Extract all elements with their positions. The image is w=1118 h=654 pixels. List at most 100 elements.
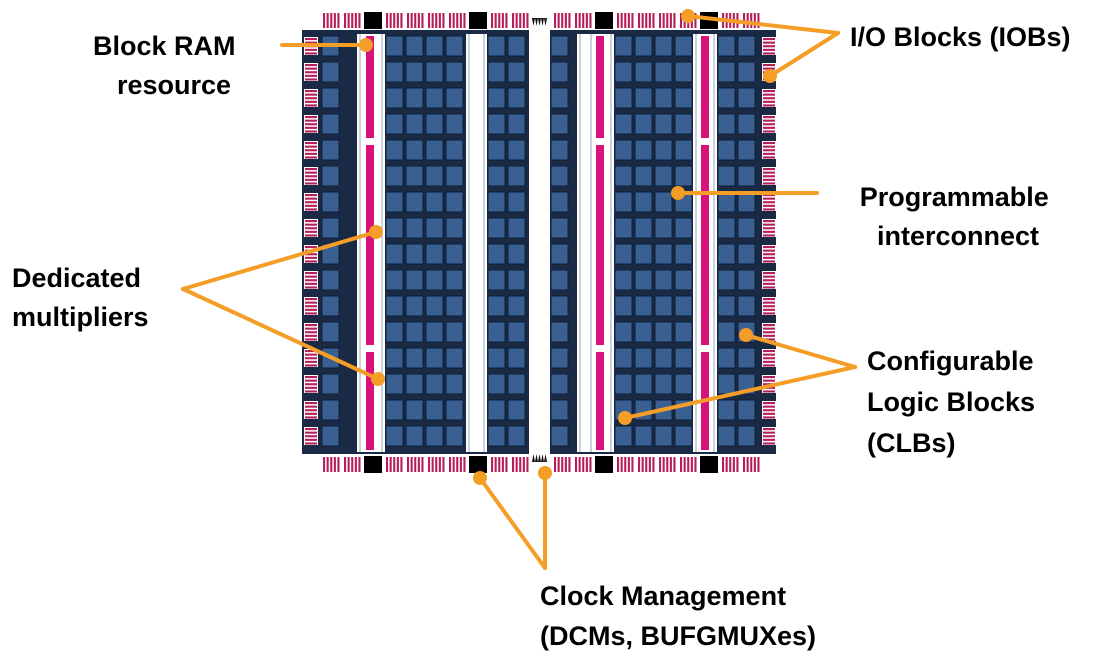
clb-tile — [634, 87, 653, 109]
iob-pin — [305, 175, 317, 178]
iob-pin — [344, 13, 347, 28]
iob-pin — [763, 412, 775, 415]
iob-block-bottom — [427, 456, 445, 473]
label-clock: Clock Management (DCMs, BUFGMUXes) — [540, 581, 816, 651]
clb-tile — [425, 165, 444, 187]
iob-pin — [344, 457, 347, 472]
clb-tile — [385, 243, 404, 265]
clb-tile — [674, 347, 693, 369]
block-ram-column — [596, 145, 604, 345]
iob-pin — [763, 171, 775, 174]
iob-block-bottom — [616, 456, 634, 473]
iob-pin — [305, 52, 317, 55]
clb-tile — [445, 61, 464, 83]
callout-line-iob-top — [686, 14, 840, 35]
iob-pin — [305, 156, 317, 159]
callout-line-multiplier-2 — [181, 287, 380, 381]
clb-tile — [425, 191, 444, 213]
iob-pin — [763, 442, 775, 445]
iob-pin — [435, 13, 438, 28]
iob-pin — [305, 74, 317, 77]
iob-pin — [386, 457, 389, 472]
clb-tile — [634, 139, 653, 161]
clb-tile — [445, 243, 464, 265]
iob-pin — [305, 409, 317, 412]
clb-tile — [425, 295, 444, 317]
block-ram-column — [701, 36, 709, 138]
iob-pin — [323, 457, 326, 472]
iob-pin — [763, 312, 775, 315]
iob-block-right — [762, 245, 776, 263]
clb-tile — [507, 269, 526, 291]
iob-pin — [305, 438, 317, 441]
iob-pin — [589, 457, 592, 472]
clb-tile — [654, 347, 673, 369]
iob-block-right — [762, 349, 776, 367]
iob-pin — [763, 194, 775, 197]
iob-block-left — [304, 141, 318, 159]
iob-pin — [305, 78, 317, 81]
iob-pin — [763, 126, 775, 129]
iob-pin — [763, 275, 775, 278]
callout-dot-clock-1 — [473, 471, 487, 485]
iob-pin — [305, 383, 317, 386]
clb-tile — [385, 269, 404, 291]
clb-tile — [385, 113, 404, 135]
iob-pin — [585, 457, 588, 472]
iob-pin — [330, 457, 333, 472]
clb-tile — [674, 217, 693, 239]
clb-tile — [507, 217, 526, 239]
label-block-ram: Block RAM resource — [93, 31, 243, 100]
iob-pin — [456, 457, 459, 472]
iob-block-left — [304, 115, 318, 133]
iob-pin — [763, 260, 775, 263]
iob-pin — [757, 13, 760, 28]
callout-line-clb-2 — [623, 365, 857, 420]
iob-pin — [578, 457, 581, 472]
iob-pin — [305, 416, 317, 419]
iob-pin — [763, 308, 775, 311]
label-multipliers: Dedicated multipliers — [12, 263, 149, 332]
iob-pin — [763, 201, 775, 204]
iob-pin — [438, 457, 441, 472]
iob-pin — [763, 379, 775, 382]
iob-pin — [435, 457, 438, 472]
clb-tile — [385, 295, 404, 317]
iob-pin — [732, 457, 735, 472]
iob-pin — [463, 457, 466, 472]
label-interconnect-line-1: Programmable — [860, 182, 1049, 212]
iob-pin — [763, 38, 775, 41]
label-clock-line-2: (DCMs, BUFGMUXes) — [540, 621, 816, 651]
iob-pin — [638, 457, 641, 472]
iob-pin — [582, 457, 585, 472]
iob-pin — [763, 234, 775, 237]
dcm-block-bottom — [700, 456, 718, 473]
iob-pin — [305, 272, 317, 275]
clb-tile — [674, 113, 693, 135]
block-ram-column — [596, 352, 604, 450]
clb-tile — [425, 61, 444, 83]
bufgmux-tooth — [535, 18, 538, 26]
clb-tile — [634, 269, 653, 291]
iob-pin — [305, 312, 317, 315]
iob-pin — [763, 256, 775, 259]
iob-block-top — [637, 12, 655, 29]
bufgmux-tooth — [535, 454, 538, 462]
clb-tile — [717, 243, 736, 265]
callout-line-clb-1 — [744, 333, 857, 369]
iob-block-bottom — [574, 456, 592, 473]
iob-pin — [417, 13, 420, 28]
iob-pin — [512, 457, 515, 472]
callout-lines — [181, 9, 857, 570]
clb-tile — [550, 399, 569, 421]
clb-tile — [445, 425, 464, 447]
clb-tile — [405, 217, 424, 239]
iob-pin — [305, 298, 317, 301]
iob-pin — [568, 13, 571, 28]
clb-tile — [717, 61, 736, 83]
clb-tile — [674, 373, 693, 395]
clb-tile — [717, 347, 736, 369]
clb-tile — [654, 269, 673, 291]
iob-pin — [305, 357, 317, 360]
iob-pin — [393, 13, 396, 28]
